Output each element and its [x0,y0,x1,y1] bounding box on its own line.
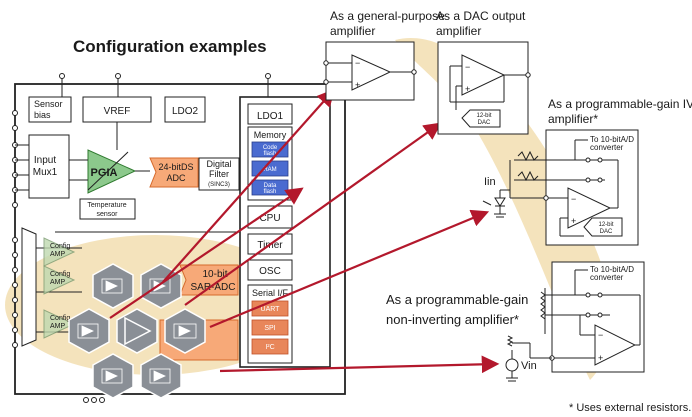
iv-amp-title-1: As a programmable-gain IV [548,97,692,111]
iv-amp-to-adc-2: converter [590,143,624,152]
adc24-label-2: ADC [166,173,186,183]
page-title: Configuration examples [73,37,267,56]
memory-ram-label: RAM [263,167,276,173]
dac-amp-title-1: As a DAC output [436,9,526,23]
osc-block [247,259,293,281]
serial-spi [251,319,289,336]
sar-adc-block [179,264,239,296]
config-amp-3-label-1: Config [50,315,70,322]
config-amp-2: Config AMP [43,265,76,295]
arrow-dac-output [184,122,442,306]
arrow-mid [109,187,304,319]
noninv-amp-schematic: To 10-bitA/D converter − + Vin [505,261,645,382]
ldo2-label: LDO2 [172,106,199,117]
memory-data-flash-label-2: flash [264,189,277,195]
iv-amp-schematic: To 10-bitA/D converter − + 12-bit DAC [482,129,639,246]
gp-amp-title-1: As a general-purpose [330,9,445,23]
noninv-amp-title-1: As a programmable-gain [386,292,528,307]
ldo1-block [247,103,293,125]
noninv-amp-title-2: non-inverting amplifier* [386,312,519,327]
config-amp-1-label-1: Config [50,243,70,250]
vref-label: VREF [104,106,131,117]
temp-sensor-label-1: Temperature [87,202,126,209]
iv-amp-iin-label: Iin [484,176,496,188]
svg-text:+: + [465,84,470,94]
noninv-amp-vin-label: Vin [521,360,537,372]
svg-text:−: − [571,194,576,204]
config-amp-3: Config AMP [43,309,76,339]
svg-text:+: + [355,80,360,90]
memory-data-flash-label-1: Data [264,183,277,189]
cpu-block [247,205,293,229]
dac-amp-dac-label-2: DAC [478,120,491,126]
memory-code-flash [251,141,289,158]
sensor-bias-label-2: bias [34,110,51,120]
svg-text:+: + [598,353,603,363]
config-amp-2-label-1: Config [50,271,70,278]
arrow-iv-amp [209,209,490,329]
gp-amp-schematic: − + [323,41,417,101]
iv-amp-title-2: amplifier* [548,112,598,126]
cpu-label: CPU [259,213,280,224]
osc-label: OSC [259,266,281,277]
sensor-bias-label-1: Sensor [34,99,63,109]
hex-buffer-center [116,308,158,354]
connector-arrows [109,88,500,374]
serial-i2c [251,338,289,355]
noninv-amp-to-adc-1: To 10-bitA/D [590,265,634,274]
serial-if-label: Serial I/F [252,288,289,298]
iv-amp-dac-label-2: DAC [600,229,613,235]
ldo2-block [164,96,206,123]
arrow-general-purpose [162,88,335,283]
footnote: * Uses external resistors. [569,402,691,414]
sar-adc-label-2: SAR-ADC [190,282,235,293]
config-amp-3-label-2: AMP [50,323,66,330]
iv-amp-to-adc-1: To 10-bitA/D [590,135,634,144]
config-amp-2-label-2: AMP [50,279,66,286]
svg-text:−: − [598,330,603,340]
bottom-pins [83,397,105,403]
serial-i2c-label: I²C [265,344,274,351]
serial-uart-label: UART [261,306,281,313]
gp-amp-title-2: amplifier [330,24,375,38]
dac-amp-schematic: − + 12-bit DAC [437,41,531,135]
top-pins [59,73,271,97]
dac-amp-dac-label-1: 12-bit [476,113,491,119]
digital-filter-label-3: (SINC3) [208,182,230,188]
sensor-bias-block [28,96,72,123]
svg-text:−: − [355,58,360,68]
pgia-label: PGIA [91,167,118,179]
dac-amp-title-2: amplifier [436,24,481,38]
config-amp-1-label-2: AMP [50,251,66,258]
svg-text:−: − [465,62,470,72]
adc24-block [149,157,199,188]
serial-spi-label: SPI [264,325,275,332]
digital-filter-label-2: Filter [209,169,229,179]
memory-data-flash [251,179,289,196]
mux2-block [21,227,37,347]
svg-text:+: + [571,216,576,226]
ldo1-label: LDO1 [257,111,284,122]
adc24-label-1: 24-bitDS [158,162,193,172]
digital-filter-label-1: Digital [206,159,231,169]
memory-code-flash-label-1: Code [263,145,278,151]
arrow-noninv-amp [219,355,500,374]
temp-sensor-block [79,198,136,220]
pgia-triangle [87,149,137,194]
memory-code-flash-label-2: flash [264,151,277,157]
noninv-amp-to-adc-2: converter [590,273,624,282]
iv-amp-dac-label-1: 12-bit [598,222,613,228]
input-mux-label-1: Input [34,155,56,166]
digital-filter-block [198,157,240,191]
config-amp-1: Config AMP [43,237,76,267]
temp-sensor-label-2: sensor [96,211,118,218]
input-mux-label-2: Mux1 [33,167,58,178]
memory-label: Memory [254,130,287,140]
input-mux-block [28,134,70,199]
sar-adc-label-1: 10-bit [202,269,227,280]
